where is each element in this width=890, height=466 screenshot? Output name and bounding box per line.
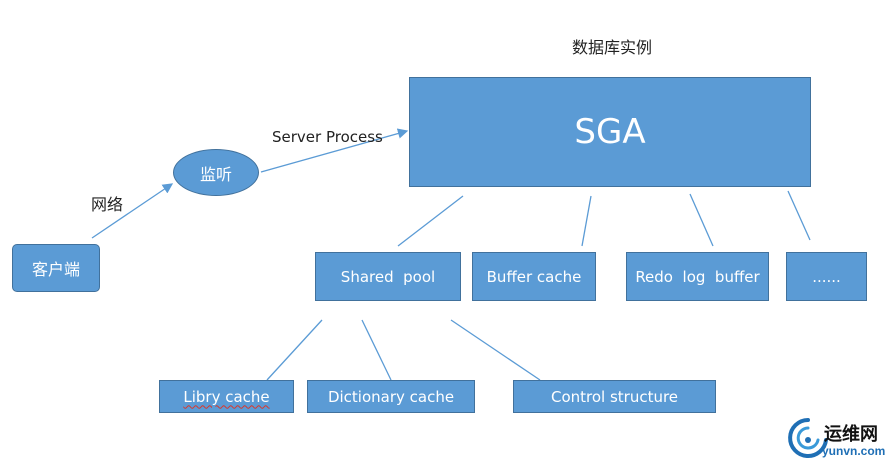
line-sga-shared-pool <box>397 195 464 247</box>
line-sga-buffer-cache <box>581 195 592 247</box>
more-components-box: ...... <box>786 252 867 301</box>
shared-pool-box: Shared pool <box>315 252 461 301</box>
arrow-client-to-listener <box>91 183 174 239</box>
client-node: 客户端 <box>12 244 100 292</box>
dictionary-cache-box: Dictionary cache <box>307 380 475 413</box>
control-structure-label: Control structure <box>550 387 679 406</box>
libry-cache-label: Libry cache <box>183 387 270 406</box>
more-components-label: ...... <box>812 267 841 286</box>
buffer-cache-label: Buffer cache <box>486 267 582 286</box>
sga-box: SGA <box>409 77 811 187</box>
server-process-label: Server Process <box>272 128 383 146</box>
sga-label: SGA <box>574 112 646 152</box>
instance-title: 数据库实例 <box>572 38 653 57</box>
redo-log-buffer-box: Redo log buffer <box>626 252 769 301</box>
redo-log-buffer-label: Redo log buffer <box>635 267 760 286</box>
watermark-domain: yunvn.com <box>822 444 886 458</box>
dictionary-cache-label: Dictionary cache <box>327 387 455 406</box>
control-structure-box: Control structure <box>513 380 716 413</box>
watermark-logo: 运维网 yunvn.com <box>786 414 886 464</box>
arrow-listener-to-sga <box>260 128 409 173</box>
buffer-cache-box: Buffer cache <box>472 252 596 301</box>
listener-node: 监听 <box>173 149 259 196</box>
network-label: 网络 <box>91 195 124 214</box>
line-pool-dictionary <box>361 319 392 381</box>
watermark-site-name: 运维网 <box>824 424 878 444</box>
client-label: 客户端 <box>31 260 80 279</box>
line-sga-redo-log <box>689 193 714 247</box>
line-sga-more <box>787 190 811 241</box>
listener-label: 监听 <box>199 164 232 184</box>
shared-pool-label: Shared pool <box>340 267 436 286</box>
line-pool-libry <box>266 319 323 381</box>
libry-cache-box: Libry cache <box>159 380 294 413</box>
line-pool-control <box>450 319 541 381</box>
swirl-icon <box>788 418 828 458</box>
